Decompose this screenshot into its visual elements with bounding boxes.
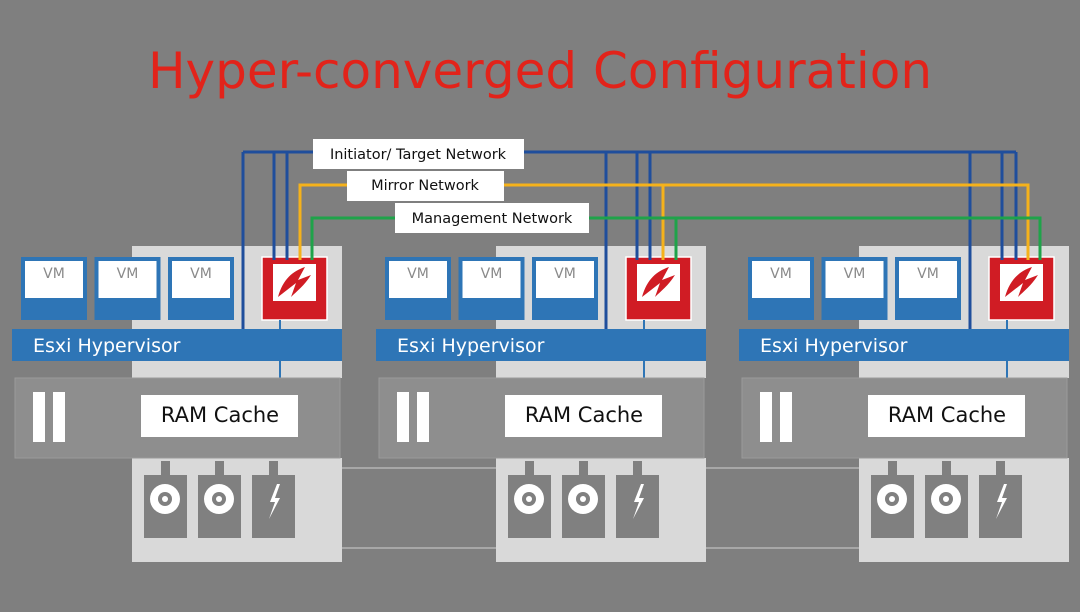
ssd-flash-icon bbox=[252, 475, 295, 538]
appliance-logo-wing bbox=[1005, 267, 1038, 297]
hdd-icon bbox=[508, 475, 551, 538]
hdd-icon bbox=[198, 475, 241, 538]
vm-screen bbox=[899, 261, 957, 298]
hdd-icon bbox=[871, 475, 914, 538]
ram-cache-box bbox=[868, 395, 1025, 437]
pause-icon-bar-right bbox=[53, 392, 65, 442]
pause-icon-bar-right bbox=[780, 392, 792, 442]
vm-screen bbox=[389, 261, 447, 298]
disk-spindle bbox=[889, 496, 895, 502]
disk-connector bbox=[633, 461, 642, 475]
pause-icon-bar-left bbox=[397, 392, 409, 442]
storage-appliance-logo-icon bbox=[637, 264, 680, 301]
disk-connector bbox=[579, 461, 588, 475]
disk-connector bbox=[215, 461, 224, 475]
flash-bolt bbox=[996, 484, 1007, 519]
vm-label: VM bbox=[190, 266, 212, 282]
disk-spindle bbox=[943, 496, 949, 502]
disk-connector bbox=[525, 461, 534, 475]
disk-spindle bbox=[216, 496, 222, 502]
vm-screen bbox=[462, 261, 521, 298]
hypervisor-label: Esxi Hypervisor bbox=[397, 335, 545, 357]
mirror-label-box bbox=[347, 171, 504, 201]
hdd-icon bbox=[562, 475, 605, 538]
flash-bolt bbox=[269, 484, 280, 519]
initiator-network-label: Initiator/ Target Network bbox=[330, 147, 507, 163]
vm-screen bbox=[825, 261, 884, 298]
vm-screen bbox=[25, 261, 83, 298]
vm-label: VM bbox=[43, 266, 65, 282]
vm-screen bbox=[752, 261, 810, 298]
vm-label: VM bbox=[844, 266, 866, 282]
ram-cache-label: RAM Cache bbox=[525, 403, 643, 427]
vm-label: VM bbox=[770, 266, 792, 282]
management-network-label: Management Network bbox=[412, 211, 573, 227]
ssd-flash-icon bbox=[616, 475, 659, 538]
ram-cache-box bbox=[141, 395, 298, 437]
ram-cache-label: RAM Cache bbox=[888, 403, 1006, 427]
disk-connector bbox=[161, 461, 170, 475]
pause-icon-bar-left bbox=[33, 392, 45, 442]
ssd-flash-icon bbox=[979, 475, 1022, 538]
hypervisor-bar bbox=[739, 329, 1069, 361]
vm-label: VM bbox=[407, 266, 429, 282]
hypervisor-label: Esxi Hypervisor bbox=[760, 335, 908, 357]
hypervisor-bar bbox=[376, 329, 706, 361]
vm-label: VM bbox=[481, 266, 503, 282]
appliance-logo-wing bbox=[278, 267, 311, 297]
vm-label: VM bbox=[554, 266, 576, 282]
pause-icon-bar-right bbox=[417, 392, 429, 442]
storage-appliance-logo-icon bbox=[273, 264, 316, 301]
vm-screen bbox=[172, 261, 230, 298]
network-wires bbox=[241, 150, 1042, 329]
diagram-title: Hyper-converged Configuration bbox=[148, 42, 932, 100]
disk-spindle bbox=[526, 496, 532, 502]
hypervisor-label: Esxi Hypervisor bbox=[33, 335, 181, 357]
disk-spindle bbox=[162, 496, 168, 502]
vm-screen bbox=[536, 261, 594, 298]
ram-cache-label: RAM Cache bbox=[161, 403, 279, 427]
disk-connector bbox=[942, 461, 951, 475]
vm-label: VM bbox=[117, 266, 139, 282]
disk-connector bbox=[996, 461, 1005, 475]
flash-bolt bbox=[633, 484, 644, 519]
hdd-icon bbox=[144, 475, 187, 538]
storage-appliance-logo-icon bbox=[1000, 264, 1043, 301]
appliance-logo-wing bbox=[642, 267, 675, 297]
hdd-icon bbox=[925, 475, 968, 538]
initiator-label-box bbox=[313, 139, 524, 169]
disk-connector bbox=[269, 461, 278, 475]
disk-connector bbox=[888, 461, 897, 475]
vm-label: VM bbox=[917, 266, 939, 282]
ram-cache-box bbox=[505, 395, 662, 437]
hypervisor-bar bbox=[12, 329, 342, 361]
pause-icon-bar-left bbox=[760, 392, 772, 442]
disk-spindle bbox=[580, 496, 586, 502]
management-label-box bbox=[395, 203, 589, 233]
mirror-network-label: Mirror Network bbox=[371, 178, 479, 194]
vm-screen bbox=[98, 261, 157, 298]
